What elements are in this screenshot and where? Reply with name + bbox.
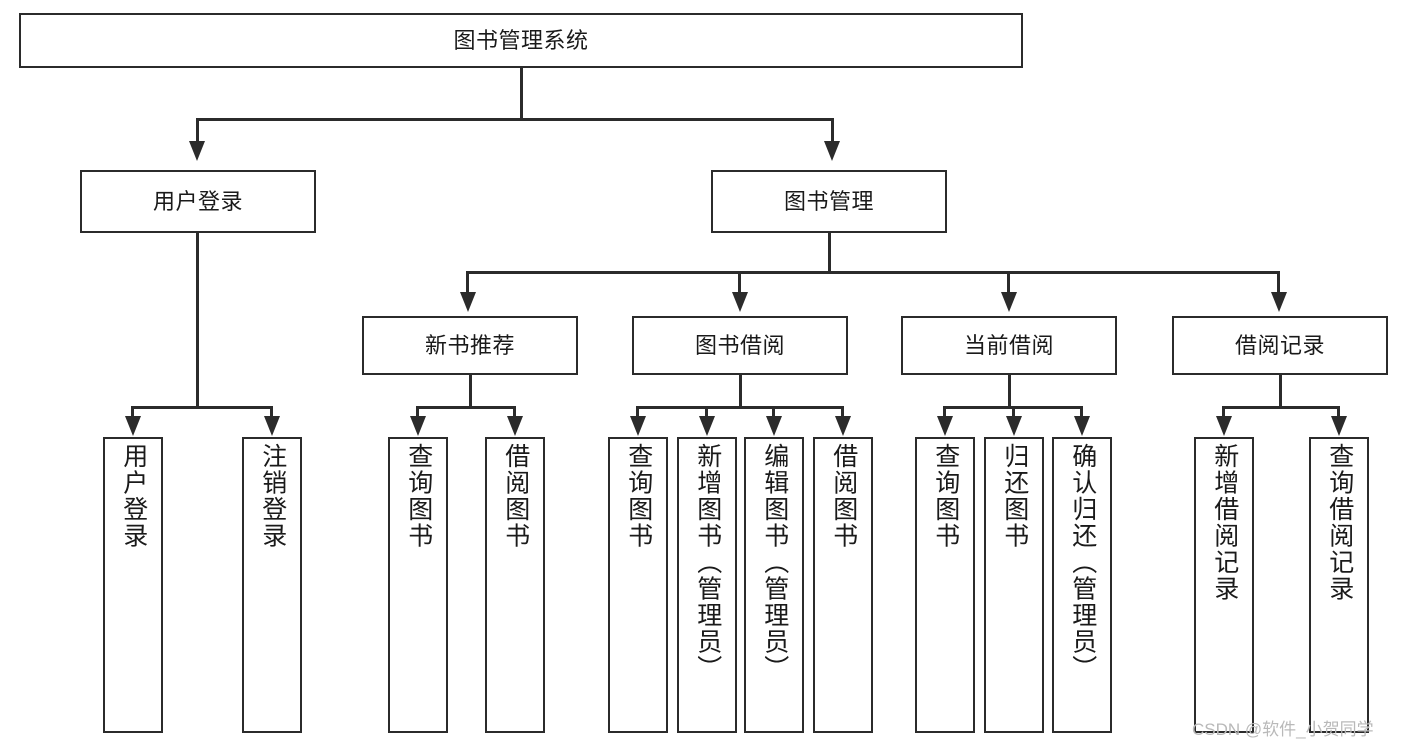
connector-drop-leaf-book-borrow-3	[772, 406, 775, 418]
node-label: 查询借阅记录	[1325, 443, 1354, 602]
leaf-current-borrow-confirm[interactable]: 确认归还（管理员）	[1052, 437, 1112, 733]
arrowhead-current-borrow	[1001, 292, 1017, 312]
connector-drop-leaf-book-borrow-2	[705, 406, 708, 418]
arrowhead-leaf-book-borrow-4	[835, 416, 851, 436]
node-user-login[interactable]: 用户登录	[80, 170, 316, 233]
arrowhead-leaf-book-borrow-2	[699, 416, 715, 436]
node-label: 编辑图书（管理员）	[760, 443, 789, 682]
connector-book-manage-stem	[828, 233, 831, 272]
connector-drop-current-borrow	[1007, 271, 1010, 293]
connector-new-book-bus	[416, 406, 515, 409]
connector-current-borrow-stem	[1008, 375, 1011, 408]
arrowhead-user-login	[189, 141, 205, 161]
node-new-book-recommend[interactable]: 新书推荐	[362, 316, 578, 375]
connector-drop-user-login	[196, 118, 199, 142]
leaf-new-book-query[interactable]: 查询图书	[388, 437, 448, 733]
connector-level2-bus	[196, 118, 833, 121]
arrowhead-leaf-book-borrow-1	[630, 416, 646, 436]
arrowhead-leaf-new-book-2	[507, 416, 523, 436]
node-label: 新增借阅记录	[1210, 443, 1239, 602]
node-label: 查询图书	[404, 443, 433, 549]
connector-drop-book-borrow	[738, 271, 741, 293]
node-label: 图书管理系统	[453, 27, 589, 53]
arrowhead-leaf-user-login-1	[125, 416, 141, 436]
connector-new-book-stem	[469, 375, 472, 408]
node-book-manage[interactable]: 图书管理	[711, 170, 947, 233]
connector-drop-borrow-record	[1277, 271, 1280, 293]
connector-borrow-record-bus	[1222, 406, 1339, 409]
leaf-user-login-login[interactable]: 用户登录	[103, 437, 163, 733]
connector-drop-leaf-new-book-2	[513, 406, 516, 418]
connector-drop-leaf-current-borrow-3	[1080, 406, 1083, 418]
node-label: 用户登录	[119, 443, 148, 549]
connector-drop-new-book	[466, 271, 469, 293]
connector-user-login-stem	[196, 233, 199, 408]
connector-level3-bus	[466, 271, 1280, 274]
node-label: 当前借阅	[963, 332, 1054, 358]
leaf-book-borrow-edit[interactable]: 编辑图书（管理员）	[744, 437, 804, 733]
leaf-user-login-logout[interactable]: 注销登录	[242, 437, 302, 733]
connector-drop-leaf-new-book-1	[416, 406, 419, 418]
leaf-book-borrow-query[interactable]: 查询图书	[608, 437, 668, 733]
connector-drop-leaf-user-login-1	[131, 406, 134, 418]
node-label: 查询图书	[624, 443, 653, 549]
connector-borrow-record-stem	[1279, 375, 1282, 408]
arrowhead-new-book	[460, 292, 476, 312]
connector-drop-leaf-current-borrow-1	[943, 406, 946, 418]
node-label: 借阅记录	[1234, 332, 1325, 358]
arrowhead-leaf-current-borrow-1	[937, 416, 953, 436]
node-label: 归还图书	[1000, 443, 1029, 549]
leaf-book-borrow-add[interactable]: 新增图书（管理员）	[677, 437, 737, 733]
node-label: 借阅图书	[829, 443, 858, 549]
connector-root-stem	[520, 68, 523, 119]
connector-drop-leaf-user-login-2	[270, 406, 273, 418]
connector-drop-leaf-borrow-record-2	[1337, 406, 1340, 418]
connector-drop-book-manage	[831, 118, 834, 142]
node-label: 图书管理	[783, 188, 874, 214]
node-label: 查询图书	[931, 443, 960, 549]
connector-drop-leaf-book-borrow-1	[636, 406, 639, 418]
node-book-borrow[interactable]: 图书借阅	[632, 316, 848, 375]
connector-user-login-bus	[131, 406, 272, 409]
connector-drop-leaf-borrow-record-1	[1222, 406, 1225, 418]
node-borrow-record[interactable]: 借阅记录	[1172, 316, 1388, 375]
node-current-borrow[interactable]: 当前借阅	[901, 316, 1117, 375]
arrowhead-leaf-book-borrow-3	[766, 416, 782, 436]
node-label: 新增图书（管理员）	[693, 443, 722, 682]
arrowhead-book-borrow	[732, 292, 748, 312]
node-label: 新书推荐	[424, 332, 515, 358]
node-root-system[interactable]: 图书管理系统	[19, 13, 1023, 68]
leaf-current-borrow-query[interactable]: 查询图书	[915, 437, 975, 733]
node-label: 用户登录	[152, 188, 243, 214]
node-label: 借阅图书	[501, 443, 530, 549]
arrowhead-leaf-borrow-record-1	[1216, 416, 1232, 436]
node-label: 图书借阅	[694, 332, 785, 358]
leaf-current-borrow-return[interactable]: 归还图书	[984, 437, 1044, 733]
leaf-borrow-record-query[interactable]: 查询借阅记录	[1309, 437, 1369, 733]
arrowhead-borrow-record	[1271, 292, 1287, 312]
connector-drop-leaf-current-borrow-2	[1012, 406, 1015, 418]
connector-book-borrow-stem	[739, 375, 742, 408]
arrowhead-book-manage	[824, 141, 840, 161]
arrowhead-leaf-current-borrow-3	[1074, 416, 1090, 436]
arrowhead-leaf-new-book-1	[410, 416, 426, 436]
arrowhead-leaf-user-login-2	[264, 416, 280, 436]
arrowhead-leaf-current-borrow-2	[1006, 416, 1022, 436]
leaf-new-book-borrow[interactable]: 借阅图书	[485, 437, 545, 733]
arrowhead-leaf-borrow-record-2	[1331, 416, 1347, 436]
connector-drop-leaf-book-borrow-4	[841, 406, 844, 418]
watermark-csdn: CSDN @软件_小贺同学	[1192, 720, 1374, 739]
connector-book-borrow-bus	[636, 406, 844, 409]
leaf-book-borrow-borrow[interactable]: 借阅图书	[813, 437, 873, 733]
node-label: 注销登录	[258, 443, 287, 549]
node-label: 确认归还（管理员）	[1068, 443, 1097, 682]
leaf-borrow-record-add[interactable]: 新增借阅记录	[1194, 437, 1254, 733]
